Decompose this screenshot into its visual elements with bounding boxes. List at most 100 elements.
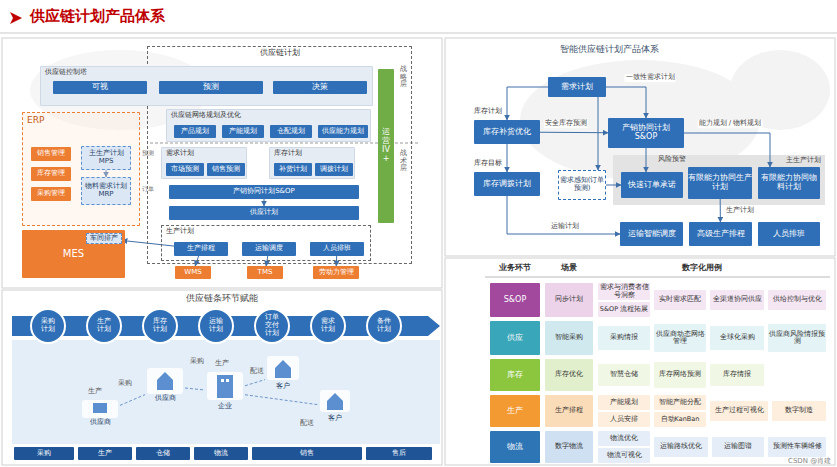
case-cell: 库存网络预测 [654, 362, 706, 388]
note-label: 订单 [142, 186, 154, 193]
node-text: 自动KanBan [661, 416, 700, 423]
node-text: 全渠道协同供应 [713, 296, 762, 303]
node-text: 智慧仓储 [610, 371, 638, 378]
process-box: 预测 [159, 81, 263, 94]
scene-cell: 库存优化 [545, 359, 593, 391]
row-header: 库存 [490, 359, 540, 391]
node-text: 采购计划 [41, 318, 55, 334]
case-cell: 智慧仓储 [598, 364, 650, 386]
node-text: 供应商风险情报预测 [768, 331, 826, 346]
node-text: 实时需求匹配 [659, 296, 701, 303]
connector [507, 144, 508, 172]
panel: 需求计划市场预测销售预测 [161, 147, 247, 179]
group-ground [613, 155, 825, 205]
layer-bar: 运营IV+ [378, 69, 394, 223]
process-box: 人员排班 [758, 222, 820, 246]
scene-cell: 智能采购 [545, 321, 593, 355]
factory-icon [217, 375, 233, 398]
group-frame: 生产计划生产排程运输调度人员排班 [161, 225, 371, 261]
process-box: 高级生产排程 [689, 222, 752, 246]
stage-bar: 生产 [78, 447, 132, 460]
node-text: 库存补货优化 [483, 128, 531, 137]
node-text: 物料需求计划MRP [82, 183, 130, 199]
node-text: S&OP [635, 133, 657, 142]
icon-ground [207, 372, 243, 400]
case-cell: 全渠道协同供应 [710, 290, 764, 310]
node-text: 决策 [312, 83, 328, 92]
case-cell: 数字制造 [772, 401, 826, 421]
node-text: 库存 [507, 371, 523, 380]
stage-circle: 需求计划 [310, 308, 346, 344]
node-text: 备件计划 [377, 318, 391, 334]
note-label: 战略层 [400, 66, 407, 89]
node-text: 运营 [382, 128, 390, 146]
case-cell: 运输路线优化 [654, 437, 708, 457]
case-cell: 自动KanBan [654, 412, 706, 427]
process-box: 供应计划 [169, 206, 359, 220]
node-text: 运输智能调度 [628, 230, 676, 239]
group-frame: ERP销售管理库存管理采购管理主生产计划MPS物料需求计划MRP [22, 112, 140, 226]
title-arrow [10, 12, 22, 24]
system-box: 销售管理 [31, 147, 71, 161]
house-icon [157, 372, 173, 390]
note-label: 智能供应链计划产品体系 [560, 45, 659, 55]
icon-ground [82, 400, 118, 418]
case-cell: 全球化采购 [710, 326, 764, 350]
stage-circle: 采购计划 [30, 308, 66, 344]
note-label: 采购 [118, 380, 132, 387]
node-text: 生产计划 [166, 228, 366, 236]
node-text: 供应 [507, 334, 523, 343]
case-cell: 实时需求匹配 [654, 290, 706, 310]
node-text: 智能采购 [555, 334, 583, 342]
node-text: 有限能力协同生产计划 [688, 174, 752, 192]
process-box: 销售预测 [207, 163, 245, 176]
case-cell: 产能规划 [598, 395, 650, 410]
node-text: 库存网络预测 [659, 371, 701, 378]
process-box: 有限能力协同生产计划 [688, 167, 752, 199]
process-box: 调拨计划 [315, 163, 353, 176]
case-cell: 供应商动态网络管理 [654, 324, 706, 352]
case-cell: 生产过程可视化 [710, 401, 768, 421]
note-label: 战术层 [400, 150, 407, 173]
node-text: 供应能力规划 [322, 128, 364, 136]
note-label: 配送 [300, 420, 314, 427]
node-text: 生产排程 [555, 407, 583, 415]
note-label: 库存目标 [474, 160, 502, 168]
process-box: 生产排程 [174, 242, 228, 256]
icon-ground [147, 368, 183, 394]
process-box: 可视 [53, 81, 147, 94]
node-text: 主生产计划 [89, 150, 124, 158]
node-text: WMS [184, 269, 201, 277]
process-box: 物料需求计划MRP [81, 177, 131, 205]
process-box: 供应能力规划 [318, 125, 368, 138]
node-text: 库存调拨计划 [483, 180, 531, 189]
node-text: 仓配规划 [277, 128, 305, 136]
note-label: 生产 [215, 360, 229, 367]
node-text: 数字制造 [785, 407, 813, 414]
node-text: IV+ [382, 146, 390, 164]
connector [120, 395, 145, 406]
node-text: 需求与消费者信号洞察 [598, 284, 650, 299]
edge-label: 运输计划 [550, 223, 580, 231]
note-label: 数字化用例 [682, 264, 722, 273]
scene-cell: 数字物流 [545, 431, 593, 463]
stage-circle: 运输计划 [198, 308, 234, 344]
node-text: 售后 [392, 450, 406, 458]
connector [245, 395, 318, 405]
node-text: 生产过程可视化 [715, 407, 764, 414]
stage-bar: 采购 [14, 447, 74, 460]
case-cell: 预测性车辆维修 [768, 437, 826, 457]
connector [684, 133, 770, 167]
connector [507, 196, 620, 234]
edge-label: 能力规划 / 物料规划 [698, 120, 763, 128]
node-text: 供应商动态网络管理 [654, 331, 706, 346]
process-box: 产销协同计划S&OP [169, 185, 359, 199]
node-text: 供应链控制塔 [45, 69, 368, 77]
node-text: 库存计划 [274, 150, 350, 158]
system-box: TMS [247, 266, 283, 279]
connector [507, 87, 548, 120]
node-text: 生产排程 [187, 245, 215, 253]
stage-circle: 备件计划 [366, 308, 402, 344]
case-cell: 物流可视化 [598, 448, 650, 463]
connector [264, 199, 265, 206]
